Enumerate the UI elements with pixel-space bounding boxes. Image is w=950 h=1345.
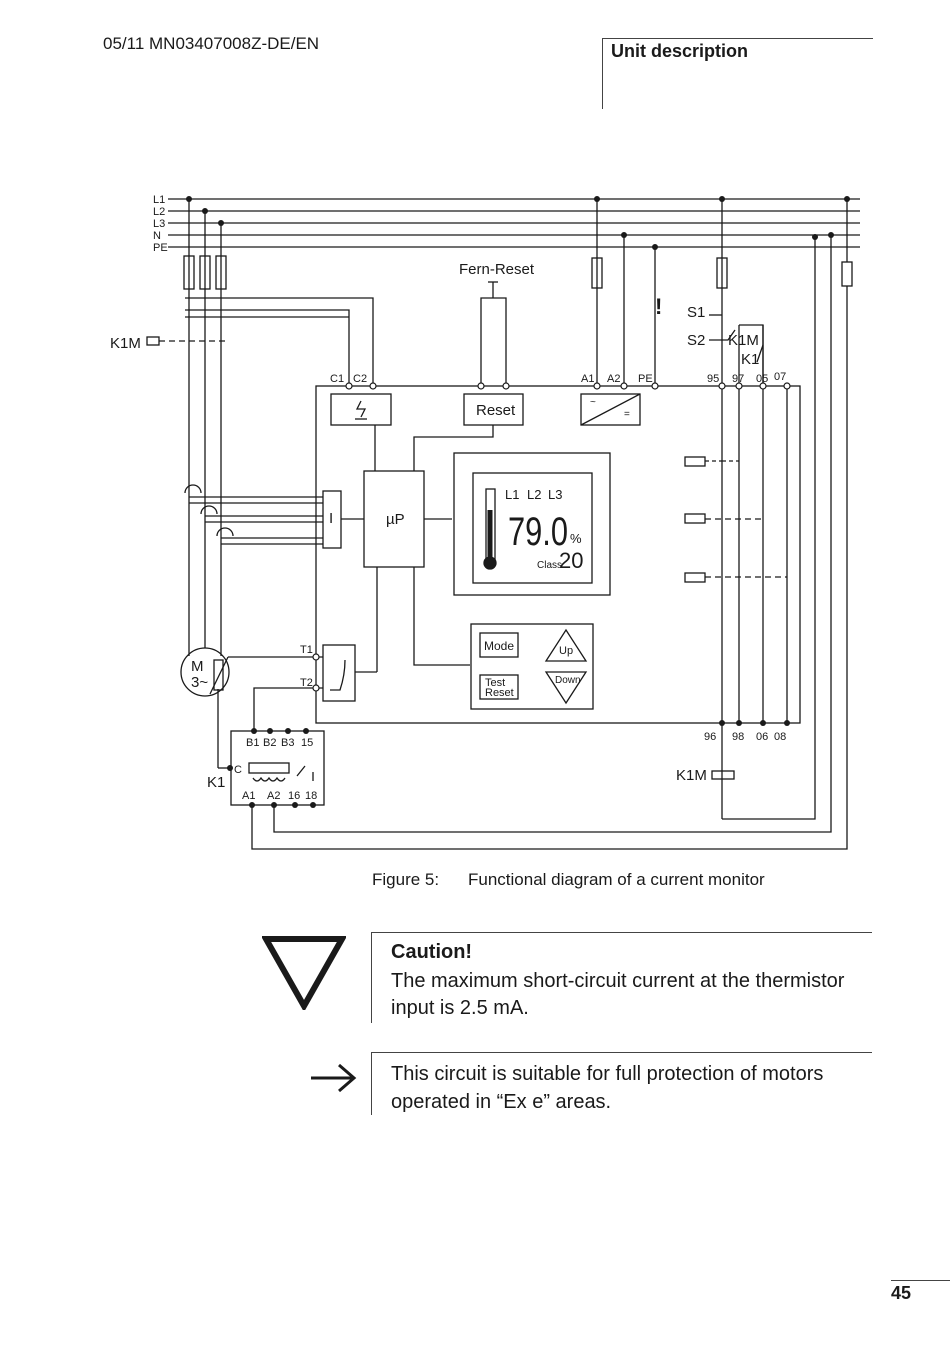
section-header: Unit description [602,38,873,109]
note-box: This circuit is suitable for full protec… [371,1052,872,1115]
up-button[interactable]: Up [559,645,573,657]
display-unit: % [570,531,582,546]
s2-label: S2 [687,332,705,349]
phase-label-l3: L3 [548,487,562,502]
k1-terminal-a2: A2 [267,790,280,802]
figure-caption: Functional diagram of a current monitor [468,870,765,889]
mode-button[interactable]: Mode [484,639,514,653]
k1m-contact-label: K1M [728,332,759,349]
terminal-t1: T1 [300,644,313,656]
k1-terminal-b2: B2 [263,737,276,749]
terminal-a1: A1 [581,373,594,385]
k1m-coil-label: K1M [110,335,141,352]
document-id: 05/11 MN03407008Z-DE/EN [103,34,320,53]
figure-label: Figure 5: [372,870,440,889]
class-label: Class [537,560,562,571]
page-number-rule [891,1280,950,1281]
k1-terminal-b3: B3 [281,737,294,749]
k1-terminal-b1: B1 [246,737,259,749]
arrow-right-icon [311,1063,357,1093]
terminal-a2: A2 [607,373,620,385]
caution-box: Caution! The maximum short-circuit curre… [371,932,872,1023]
motor-phase-label: 3~ [191,674,208,691]
terminal-c1: C1 [330,373,344,385]
test-reset-button-line1[interactable]: Test [485,677,505,689]
section-title: Unit description [611,41,749,61]
k1-terminal-a1: A1 [242,790,255,802]
bus-label-l3: L3 [153,218,165,230]
reset-block-label: Reset [476,402,516,419]
phase-label-l1: L1 [505,487,519,502]
terminal-05: 05 [756,373,768,385]
ps-ac-symbol: ~ [590,397,596,408]
test-reset-button-line2[interactable]: Reset [485,687,514,699]
k1-c-label: C [234,764,242,776]
bus-label-pe: PE [153,242,168,254]
bus-label-l1: L1 [153,194,165,206]
terminal-c2: C2 [353,373,367,385]
k1-terminal-15: 15 [301,737,313,749]
fern-reset-label: Fern-Reset [459,261,535,278]
k1-device-label: K1 [207,774,225,791]
motor-m-label: M [191,658,204,675]
k1-contact-label: K1 [741,351,759,368]
functional-diagram: L1 L2 L3 N PE Fern-Reset ! S1 S2 K1M K1 … [110,194,860,850]
caution-title: Caution! [391,941,473,963]
bus-label-n: N [153,230,161,242]
ps-dc-symbol: = [624,409,630,420]
terminal-t2: T2 [300,677,313,689]
bus-label-l2: L2 [153,206,165,218]
down-button[interactable]: Down [555,675,581,686]
terminal-08: 08 [774,731,786,743]
exclaim-mark: ! [655,294,662,319]
current-input-label: I [329,510,333,527]
warning-triangle-icon [262,936,346,1010]
page-number: 45 [891,1283,912,1303]
note-text: This circuit is suitable for full protec… [391,1063,824,1113]
s1-label: S1 [687,304,705,321]
k1-terminal-16: 16 [288,790,300,802]
k1m-bottom-coil-label: K1M [676,767,707,784]
terminal-95: 95 [707,373,719,385]
microprocessor-label: µP [386,511,405,528]
phase-label-l2: L2 [527,487,541,502]
display-value: 79.0 [508,510,568,554]
terminal-98: 98 [732,731,744,743]
terminal-pe: PE [638,373,653,385]
k1-terminal-18: 18 [305,790,317,802]
terminal-07: 07 [774,371,786,383]
terminal-97: 97 [732,373,744,385]
caution-text: The maximum short-circuit current at the… [391,970,845,1019]
terminal-96: 96 [704,731,716,743]
class-value: 20 [559,548,583,573]
terminal-06: 06 [756,731,768,743]
